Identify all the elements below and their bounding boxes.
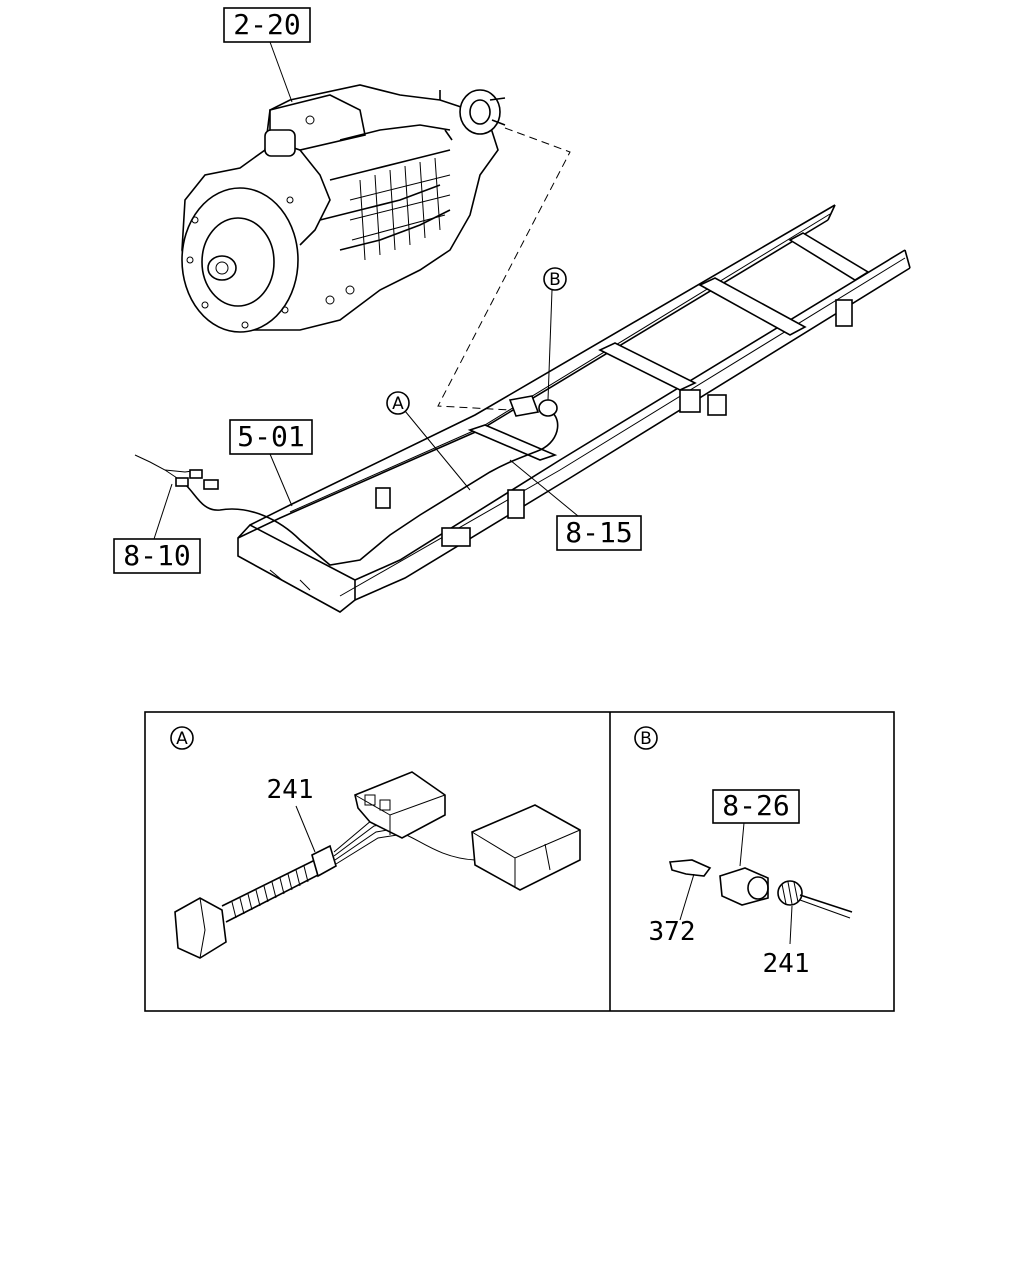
harness-connector xyxy=(471,804,581,891)
ref-box-harness-clip: 8-15 xyxy=(509,459,642,551)
ref-box-transmission: 2-20 xyxy=(223,7,311,103)
detail-panel xyxy=(144,711,895,1012)
speed-sensor xyxy=(719,867,769,906)
dashed-leader-line xyxy=(437,127,571,411)
svg-text:8-26: 8-26 xyxy=(722,789,789,822)
speed-sensor-on-frame xyxy=(508,395,558,417)
svg-text:241: 241 xyxy=(763,949,810,979)
svg-text:8-15: 8-15 xyxy=(565,516,632,549)
svg-text:5-01: 5-01 xyxy=(237,420,304,453)
harness-connector xyxy=(175,477,189,487)
callout-b: B xyxy=(543,267,567,401)
harness-connector xyxy=(189,469,203,479)
wiring-harness xyxy=(179,409,559,566)
svg-text:A: A xyxy=(176,729,188,749)
chassis-frame-illustration xyxy=(237,204,911,613)
svg-text:2-20: 2-20 xyxy=(233,8,300,41)
svg-text:A: A xyxy=(392,394,404,414)
sensor-head xyxy=(174,897,227,959)
harness-connector xyxy=(203,479,219,490)
harness-connector xyxy=(354,771,446,839)
transmission-illustration xyxy=(181,84,506,333)
clip-part xyxy=(668,859,712,877)
svg-text:241: 241 xyxy=(267,775,314,805)
svg-text:8-10: 8-10 xyxy=(123,539,190,572)
detail-b: B 8-26 372 241 xyxy=(634,726,853,979)
ref-box-harness-connector: 8-10 xyxy=(113,483,201,574)
ref-box-chassis-frame: 5-01 xyxy=(229,419,313,507)
detail-a: A 241 xyxy=(170,726,581,959)
callout-a: A xyxy=(386,391,471,491)
svg-text:B: B xyxy=(549,270,561,290)
svg-text:B: B xyxy=(640,729,652,749)
svg-text:372: 372 xyxy=(649,917,696,947)
